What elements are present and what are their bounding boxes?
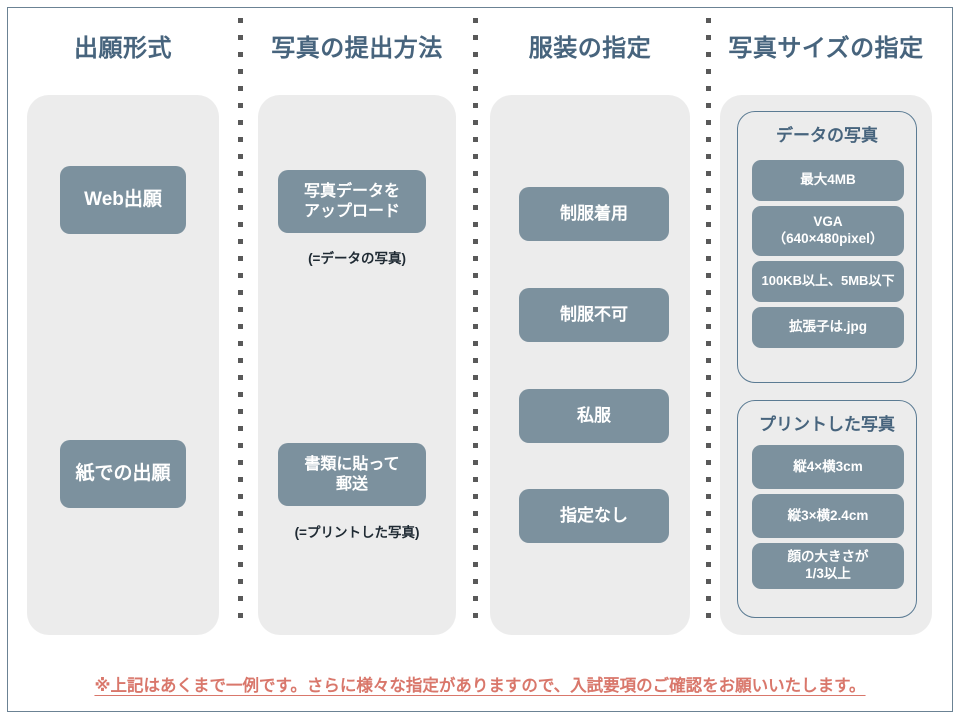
pill-web-application[interactable]: Web出願 <box>60 166 186 234</box>
column-application-format: 出願形式 Web出願 紙での出願 <box>27 0 219 660</box>
column-title-2: 写真の提出方法 <box>271 35 443 62</box>
card-title-printed-photo: プリントした写真 <box>759 415 895 434</box>
pill-vga-resolution[interactable]: VGA （640×480pixel） <box>752 206 904 256</box>
column-photo-size-specification: 写真サイズの指定 データの写真 最大4MB VGA （640×480pixel）… <box>720 0 932 660</box>
column-panel-4: データの写真 最大4MB VGA （640×480pixel） 100KB以上、… <box>720 95 932 635</box>
pill-paper-application[interactable]: 紙での出願 <box>60 440 186 508</box>
footer-note: ※上記はあくまで一例です。さらに様々な指定がありますので、入試要項のご確認をお願… <box>94 677 866 695</box>
pill-no-specification[interactable]: 指定なし <box>519 489 669 543</box>
pill-uniform-required[interactable]: 制服着用 <box>519 187 669 241</box>
pill-face-size-ratio[interactable]: 顔の大きさが 1/3以上 <box>752 543 904 589</box>
column-photo-submission-method: 写真の提出方法 写真データを アップロード (=データの写真) 書類に貼って 郵… <box>258 0 456 660</box>
card-printed-photo: プリントした写真 縦4×横3cm 縦3×横2.4cm 顔の大きさが 1/3以上 <box>737 400 917 618</box>
column-dress-code: 服装の指定 制服着用 制服不可 私服 指定なし <box>490 0 690 660</box>
column-separator-1 <box>238 18 243 630</box>
columns-region: 出願形式 Web出願 紙での出願 写真の提出方法 写真データを アップロード (… <box>27 0 932 660</box>
sublabel-data-photo: (=データの写真) <box>308 251 406 266</box>
card-data-photo: データの写真 最大4MB VGA （640×480pixel） 100KB以上、… <box>737 111 917 383</box>
column-separator-3 <box>706 18 711 630</box>
column-separator-2 <box>473 18 478 630</box>
pill-paste-and-mail[interactable]: 書類に貼って 郵送 <box>278 443 426 506</box>
column-title-4: 写真サイズの指定 <box>728 35 924 62</box>
column-title-3: 服装の指定 <box>528 35 652 62</box>
pill-jpg-extension[interactable]: 拡張子は.jpg <box>752 307 904 348</box>
pill-uniform-not-allowed[interactable]: 制服不可 <box>519 288 669 342</box>
column-panel-3 <box>490 95 690 635</box>
card-title-data-photo: データの写真 <box>776 126 878 145</box>
pill-size-4x3cm[interactable]: 縦4×横3cm <box>752 445 904 489</box>
pill-casual-clothes[interactable]: 私服 <box>519 389 669 443</box>
pill-upload-photo-data[interactable]: 写真データを アップロード <box>278 170 426 233</box>
column-title-1: 出願形式 <box>74 35 172 62</box>
pill-max-4mb[interactable]: 最大4MB <box>752 160 904 201</box>
sublabel-printed-photo: (=プリントした写真) <box>294 525 420 540</box>
pill-file-size-range[interactable]: 100KB以上、5MB以下 <box>752 261 904 302</box>
pill-size-3x24cm[interactable]: 縦3×横2.4cm <box>752 494 904 538</box>
